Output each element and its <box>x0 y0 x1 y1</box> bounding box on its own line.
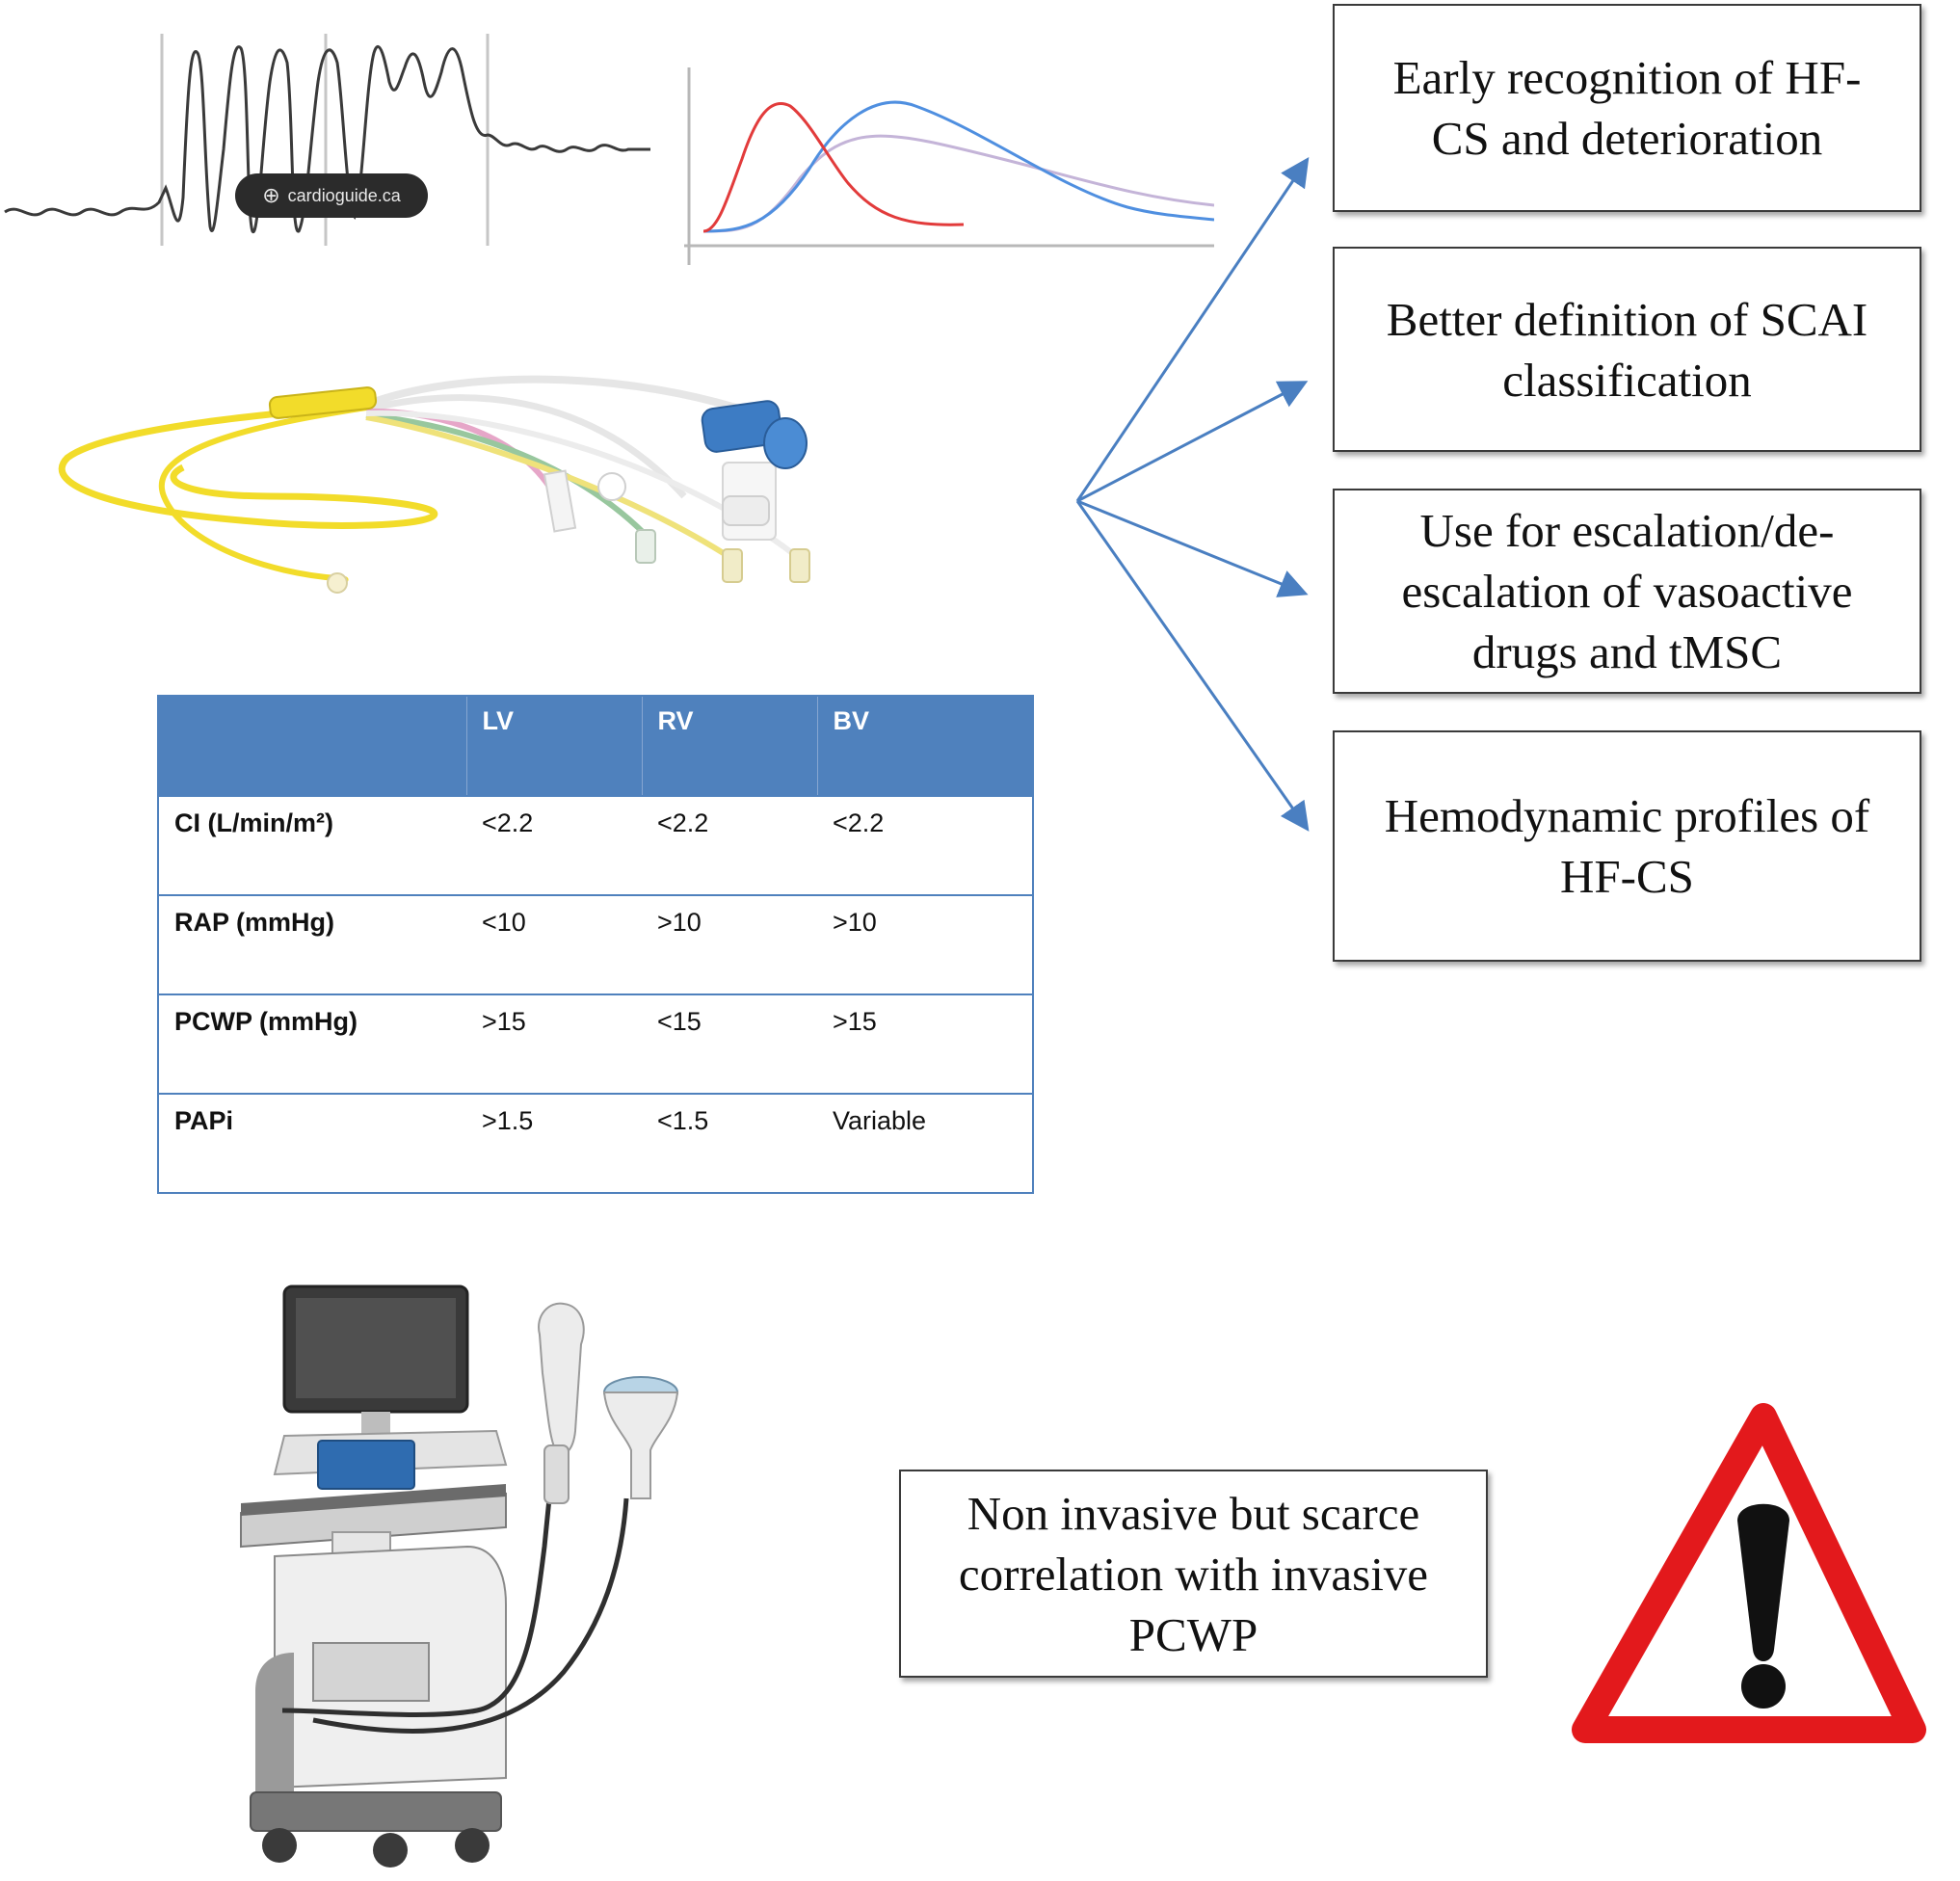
table-cell: <2.2 <box>817 795 1033 895</box>
note-line: Non invasive but scarce <box>967 1486 1420 1540</box>
outcome-line: Hemodynamic profiles of <box>1384 789 1870 842</box>
arrow-to-hemodynamic-profiles <box>1075 500 1310 832</box>
outcome-line: CS and deterioration <box>1431 112 1823 165</box>
hemodynamic-profiles-table: LV RV BV CI (L/min/m²) <2.2 <2.2 <2.2 RA… <box>157 695 1034 1194</box>
watermark-badge: ⊕ cardioguide.ca <box>235 173 428 218</box>
pulmonary-artery-catheter-icon <box>58 375 810 594</box>
outcome-box-early-recognition: Early recognition of HF- CS and deterior… <box>1333 4 1921 212</box>
outcome-line: Early recognition of HF- <box>1392 51 1862 104</box>
row-label: CI (L/min/m²) <box>158 795 466 895</box>
outcome-line: Better definition of SCAI <box>1386 292 1868 346</box>
table-row: PCWP (mmHg) >15 <15 >15 <box>158 993 1033 1094</box>
arrow-to-scai <box>1076 381 1309 503</box>
table-row: RAP (mmHg) <10 >10 >10 <box>158 894 1033 994</box>
table-header-row: LV RV BV <box>158 696 1033 796</box>
table-header-cell <box>158 696 467 796</box>
outcome-line: HF-CS <box>1560 850 1694 903</box>
table-row: CI (L/min/m²) <2.2 <2.2 <2.2 <box>158 795 1033 895</box>
table-cell: >10 <box>642 894 817 994</box>
note-line: correlation with invasive <box>958 1547 1429 1601</box>
table-cell: <1.5 <box>642 1093 817 1193</box>
noninvasive-note-box: Non invasive but scarce correlation with… <box>899 1470 1488 1678</box>
outcome-box-scai: Better definition of SCAI classification <box>1333 247 1921 452</box>
table-cell: >15 <box>466 993 642 1094</box>
outcome-line: drugs and tMSC <box>1471 625 1783 678</box>
row-label: PAPi <box>158 1093 466 1193</box>
table-cell: <2.2 <box>642 795 817 895</box>
table-cell: <15 <box>642 993 817 1094</box>
table-cell: Variable <box>817 1093 1033 1193</box>
table-header-cell: LV <box>466 696 643 796</box>
outcome-line: Use for escalation/de- <box>1419 504 1835 557</box>
warning-triangle-icon <box>1572 1403 1926 1743</box>
table-header-cell: BV <box>817 696 1033 796</box>
row-label: RAP (mmHg) <box>158 894 466 994</box>
thermodilution-curve-icon <box>684 67 1214 265</box>
row-label: PCWP (mmHg) <box>158 993 466 1094</box>
ultrasound-machine-icon <box>240 1285 679 1868</box>
table-cell: >10 <box>817 894 1033 994</box>
pressure-waveform-icon <box>4 34 650 246</box>
table-row: PAPi >1.5 <1.5 Variable <box>158 1093 1033 1193</box>
arrow-to-escalation <box>1076 499 1309 597</box>
globe-icon: ⊕ <box>262 183 280 207</box>
table-header-cell: RV <box>642 696 818 796</box>
outcome-box-escalation: Use for escalation/de- escalation of vas… <box>1333 489 1921 694</box>
outcome-box-hemodynamic-profiles: Hemodynamic profiles of HF-CS <box>1333 730 1921 962</box>
note-line: PCWP <box>1128 1607 1258 1661</box>
table-cell: <2.2 <box>466 795 642 895</box>
table-cell: >15 <box>817 993 1033 1094</box>
table-cell: >1.5 <box>466 1093 642 1193</box>
watermark-text: cardioguide.ca <box>287 185 401 205</box>
outcome-line: escalation of vasoactive <box>1401 565 1853 618</box>
outcome-line: classification <box>1502 353 1752 407</box>
table-cell: <10 <box>466 894 642 994</box>
